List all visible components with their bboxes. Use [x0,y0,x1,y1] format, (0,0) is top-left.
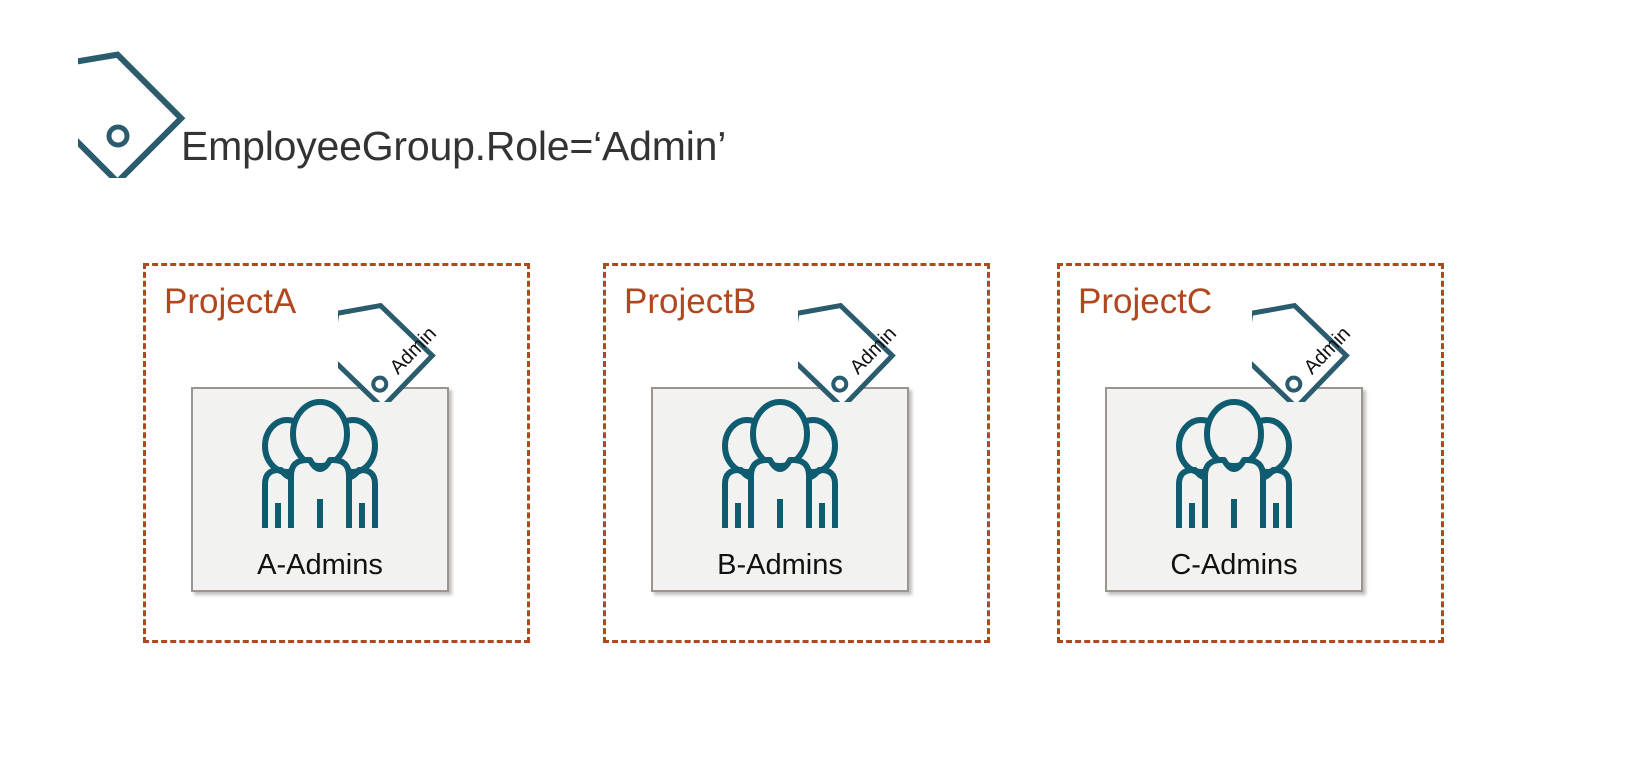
group-label: A-Admins [257,549,383,581]
project-container-b[interactable]: ProjectB B-Admins [603,263,990,643]
tag-icon: Admin [1252,282,1384,402]
tag-icon: Admin [798,282,930,402]
tag-label: Admin [846,323,901,379]
project-container-a[interactable]: ProjectA [143,263,530,643]
header-tag-row: EmployeeGroup.Role=‘Admin’ [50,33,778,187]
group-label: B-Admins [717,549,843,581]
tag-label: Admin [386,323,441,379]
group-card[interactable]: A-Admins [191,387,449,592]
tag-icon: Admin [338,282,470,402]
tag-label: Admin [1300,323,1355,379]
group-card[interactable]: B-Admins [651,387,909,592]
group-people-icon [707,399,853,535]
group-people-icon [1161,399,1307,535]
group-card[interactable]: C-Admins [1105,387,1363,592]
project-title: ProjectA [164,282,297,321]
project-container-c[interactable]: ProjectC C-Admins [1057,263,1444,643]
project-title: ProjectC [1078,282,1213,321]
project-title: ProjectB [624,282,757,321]
group-people-icon [247,399,393,535]
group-label: C-Admins [1170,549,1298,581]
header-caption: EmployeeGroup.Role=‘Admin’ [181,123,727,169]
